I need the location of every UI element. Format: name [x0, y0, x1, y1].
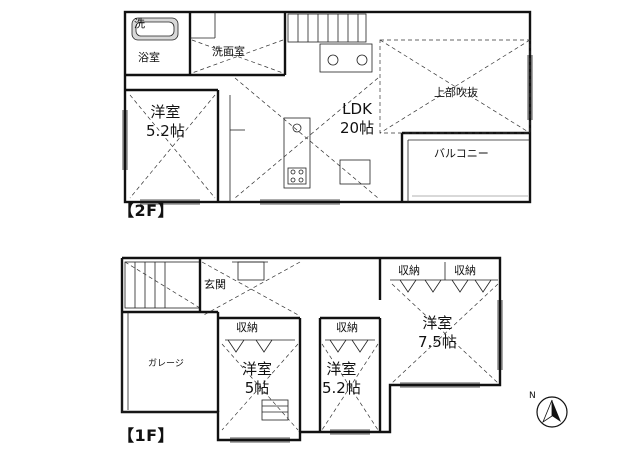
washroom-label: 洗面室: [212, 45, 245, 58]
balcony-label: バルコニー: [434, 147, 489, 160]
second-floor-label: 【2F】: [118, 201, 175, 220]
second-floor-outer-wall: [123, 10, 532, 204]
second-floor-plan: [122, 10, 533, 205]
second-western-room-label: 洋室 5.2帖: [146, 103, 185, 141]
ldk-label: LDK 20帖: [340, 100, 374, 138]
kitchen-counter: [283, 117, 311, 189]
first-western-room-a-size: 5帖: [244, 379, 270, 397]
first-floor-label: 【1F】: [118, 426, 175, 445]
first-floor-plan: [120, 256, 503, 443]
compass-icon: [536, 396, 568, 428]
wash-small-label: 洗: [134, 17, 145, 30]
first-western-room-c-label: 洋室 7.5帖: [418, 314, 457, 352]
storage-top-1-label: 収納: [398, 264, 420, 277]
first-western-room-b-label: 洋室 5.2帖: [322, 360, 361, 398]
toilet: [327, 54, 339, 66]
first-western-room-c-name: 洋室: [422, 314, 453, 332]
entrance-label: 玄関: [204, 278, 226, 291]
garage-label: ガレージ: [148, 359, 184, 369]
first-western-room-b-name: 洋室: [326, 360, 357, 378]
atrium-label: 上部吹抜: [434, 86, 478, 99]
bath-label: 浴室: [138, 51, 160, 64]
ldk-size: 20帖: [340, 119, 375, 137]
second-western-room-name: 洋室: [150, 103, 181, 121]
stairs-2f: [287, 13, 367, 43]
storage-left-label: 収納: [236, 321, 258, 334]
storage-top-2-label: 収納: [454, 264, 476, 277]
ldk-name: LDK: [342, 100, 372, 118]
first-western-room-c-size: 7.5帖: [418, 333, 457, 351]
first-western-room-a-name: 洋室: [242, 360, 273, 378]
first-western-room-a-label: 洋室 5帖: [242, 360, 272, 398]
compass-label: N: [529, 391, 536, 401]
first-western-room-b-size: 5.2帖: [322, 379, 361, 397]
second-western-room-size: 5.2帖: [146, 122, 185, 140]
storage-mid-label: 収納: [336, 321, 358, 334]
atrium-void-marker: [379, 39, 531, 134]
